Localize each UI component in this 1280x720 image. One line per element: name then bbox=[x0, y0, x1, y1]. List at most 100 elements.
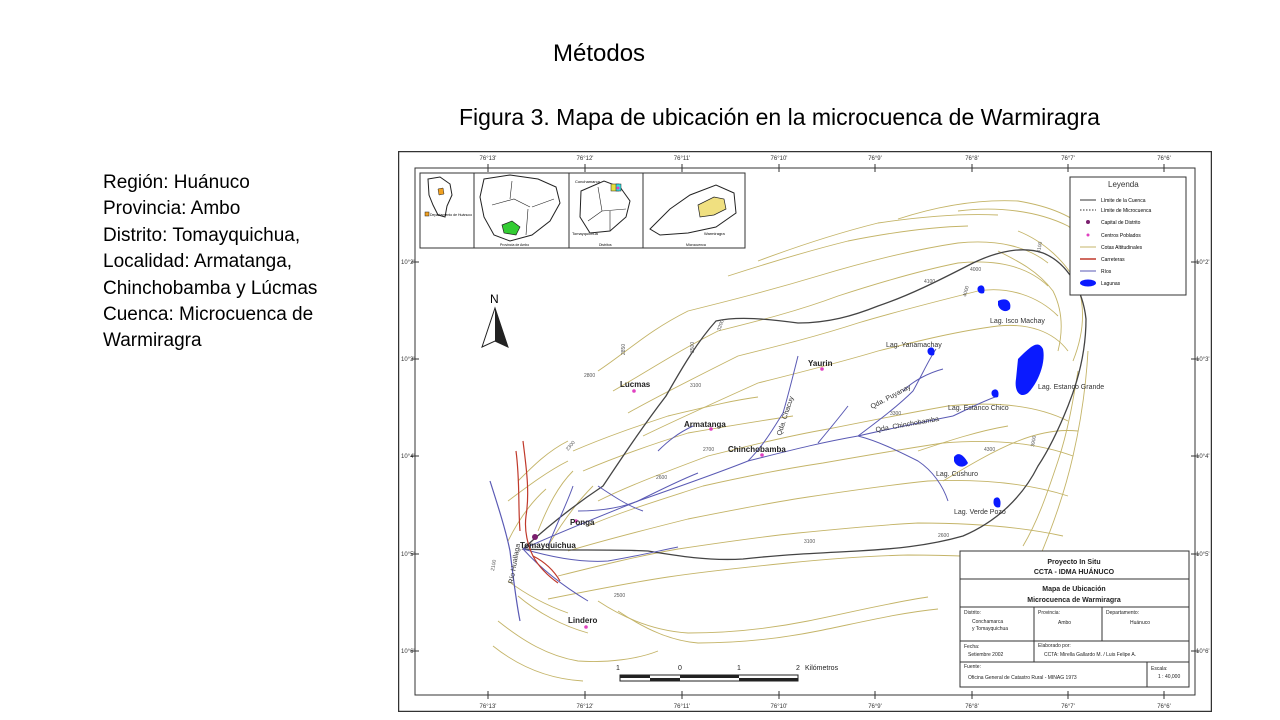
lagoons bbox=[927, 285, 1044, 508]
inset-tomayquichua-label: Tomayquichua bbox=[572, 231, 599, 236]
inset-huanuco-shape bbox=[479, 174, 561, 242]
lake-label: Lag. Cushuro bbox=[936, 471, 978, 478]
svg-text:2700: 2700 bbox=[703, 447, 714, 453]
inset-peru-shape bbox=[427, 176, 453, 218]
svg-text:2850: 2850 bbox=[621, 344, 627, 355]
contour-labels: 4100 4000 4100 3500 3100 2850 2800 2700 … bbox=[490, 241, 1044, 599]
north-arrow: N bbox=[481, 292, 509, 348]
lon-tick-bottom: 76°9' bbox=[868, 704, 882, 710]
svg-text:3100: 3100 bbox=[804, 539, 815, 545]
lat-tick-right: 10°2' bbox=[1196, 260, 1210, 266]
lat-tick-left: 10°5' bbox=[401, 552, 415, 558]
legend-item-label: Límite de la Cuenca bbox=[1101, 198, 1146, 204]
inset-ambo-highlight bbox=[501, 220, 521, 236]
info-region: Región: Huánuco bbox=[103, 172, 250, 193]
scale-unit: Kilómetros bbox=[805, 665, 839, 672]
info-distrito: Distrito: Tomayquichua, bbox=[103, 224, 301, 246]
inset-panels: Departamento de Huánuco Provincia de Amb… bbox=[419, 172, 746, 249]
lon-tick-bottom: 76°8' bbox=[965, 704, 979, 710]
slide-title: Métodos bbox=[553, 40, 646, 67]
svg-text:2300: 2300 bbox=[565, 440, 577, 453]
inset-provincia-label: Provincia de Ambo bbox=[500, 243, 529, 247]
legend-item-label: Capital de Distrito bbox=[1101, 220, 1141, 226]
lon-tick-top: 76°13' bbox=[480, 156, 497, 162]
lon-tick-top: 76°9' bbox=[868, 156, 882, 162]
place-label: Tomayquichua bbox=[520, 541, 576, 550]
legend-title: Leyenda bbox=[1108, 180, 1139, 189]
scale-tick: 0 bbox=[678, 665, 682, 672]
huallaga-river bbox=[489, 480, 521, 622]
place-label: Lucmas bbox=[620, 380, 651, 389]
svg-text:2800: 2800 bbox=[584, 373, 595, 379]
lon-tick-bottom: 76°11' bbox=[674, 704, 690, 710]
svg-text:N: N bbox=[490, 292, 499, 306]
legend-item-label: Centros Poblados bbox=[1101, 233, 1141, 239]
inset-conchamarca-label: Conchamarca bbox=[575, 179, 601, 184]
scale-tick: 1 bbox=[737, 665, 741, 672]
lat-tick-left: 10°3' bbox=[401, 357, 415, 363]
location-info: Región: Huánuco Provincia: Ambo Distrito… bbox=[103, 170, 317, 355]
tb-fecha-label: Fecha: bbox=[964, 644, 979, 650]
tb-map-subtitle: Microcuenca de Warmiragra bbox=[1027, 597, 1121, 604]
inset-microcuenca-highlight bbox=[697, 196, 727, 218]
lon-tick-top: 76°11' bbox=[674, 156, 690, 162]
tb-escala-value: 1 : 40,000 bbox=[1158, 674, 1180, 680]
lon-tick-bottom: 76°12' bbox=[577, 704, 594, 710]
lon-tick-bottom: 76°13' bbox=[480, 704, 497, 710]
tb-distrito-value: y Tomayquichua bbox=[972, 626, 1008, 632]
svg-text:4000: 4000 bbox=[962, 285, 971, 298]
tb-project: Proyecto In Situ bbox=[1047, 559, 1100, 566]
roads bbox=[515, 440, 561, 584]
svg-text:4300: 4300 bbox=[984, 447, 995, 453]
lake-label: Lag. Estanco Grande bbox=[1038, 384, 1104, 391]
tb-fecha-value: Setiembre 2002 bbox=[968, 652, 1004, 658]
svg-text:4100: 4100 bbox=[1036, 241, 1044, 253]
lat-tick-right: 10°3' bbox=[1196, 357, 1210, 363]
info-provincia: Provincia: Ambo bbox=[103, 198, 241, 220]
lagoon-estanco-chico bbox=[991, 389, 999, 398]
tb-elaborado-label: Elaborado por: bbox=[1038, 643, 1071, 649]
lagoon-estanco-grande bbox=[1015, 344, 1044, 396]
svg-text:3100: 3100 bbox=[690, 383, 701, 389]
lagoon-cushuro bbox=[954, 454, 968, 467]
legend-item-label: Ríos bbox=[1101, 269, 1112, 275]
svg-text:3900: 3900 bbox=[1030, 435, 1038, 447]
lon-tick-top: 76°10' bbox=[771, 156, 788, 162]
legend-item-label: Cotas Altitudinales bbox=[1101, 245, 1143, 251]
lon-tick-top: 76°8' bbox=[965, 156, 979, 162]
lat-tick-right: 10°5' bbox=[1196, 552, 1210, 558]
tb-fuente-value: Oficina General de Catastro Rural - MINA… bbox=[968, 675, 1077, 681]
lake-label: Lag. Yanamachay bbox=[886, 342, 942, 349]
svg-text:3200: 3200 bbox=[716, 319, 726, 332]
info-localidad: Localidad: Armatanga, bbox=[103, 251, 293, 273]
place-label: Armatanga bbox=[684, 420, 726, 429]
tb-distrito-label: Distrito: bbox=[964, 610, 981, 616]
lagoon-isco-machay bbox=[998, 299, 1011, 312]
lon-tick-top: 76°7' bbox=[1061, 156, 1075, 162]
lat-tick-left: 10°4' bbox=[401, 454, 415, 460]
tb-departamento-label: Departamento: bbox=[1106, 610, 1139, 616]
location-map: 76°13' 76°12' 76°11' 76°10' 76°9' 76°8' … bbox=[398, 151, 1212, 712]
lat-tick-left: 10°2' bbox=[401, 260, 415, 266]
place-label: Chinchobamba bbox=[728, 445, 786, 454]
lat-tick-right: 10°6' bbox=[1196, 649, 1210, 655]
inset-distritos-label: Distritos bbox=[599, 243, 612, 247]
tb-departamento-value: Huánuco bbox=[1130, 620, 1150, 626]
inset-dept-label: Departamento de Huánuco bbox=[430, 213, 472, 217]
place-label: Ponga bbox=[570, 518, 595, 527]
legend: Leyenda Límite de la Cuenca Límite de Mi… bbox=[1069, 176, 1187, 296]
place-label: Yaurin bbox=[808, 359, 833, 368]
svg-text:2600: 2600 bbox=[938, 533, 949, 539]
legend-item-label: Lagunas bbox=[1101, 281, 1121, 287]
legend-item-label: Carreteras bbox=[1101, 257, 1125, 263]
tb-provincia-value: Ambo bbox=[1058, 620, 1071, 626]
tb-org: CCTA - IDMA HUÁNUCO bbox=[1034, 567, 1115, 576]
inset-microcuenca-label: Microcuenca bbox=[686, 243, 706, 247]
tb-distrito-value: Conchamarca bbox=[972, 619, 1003, 625]
lon-tick-top: 76°6' bbox=[1157, 156, 1171, 162]
svg-text:3500: 3500 bbox=[690, 342, 696, 353]
info-cuenca-cont: Warmiragra bbox=[103, 330, 202, 352]
place-markers bbox=[532, 367, 824, 629]
svg-text:2600: 2600 bbox=[656, 475, 667, 481]
lat-tick-right: 10°4' bbox=[1196, 454, 1210, 460]
